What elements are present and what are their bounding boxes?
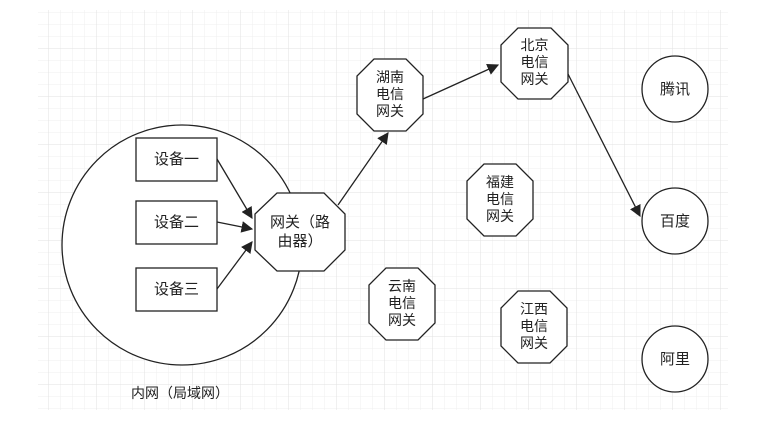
gateway-jiangxi-label: 江西 电信 网关 — [520, 301, 548, 352]
edge-router-hunan — [337, 132, 389, 206]
gateway-jiangxi-octagon[interactable] — [500, 290, 568, 364]
gateway-fujian-octagon[interactable] — [466, 163, 534, 237]
device-label-2: 设备二 — [153, 213, 199, 231]
router-label: 网关（路 由器） — [269, 213, 330, 250]
edge-beijing-baidu — [567, 73, 641, 218]
server-tencent-label: 腾讯 — [659, 79, 690, 98]
server-tencent-circle[interactable] — [641, 55, 709, 123]
router-octagon[interactable] — [254, 192, 346, 272]
server-baidu-label: 百度 — [659, 211, 690, 230]
lan-label: 内网（局域网） — [131, 385, 229, 402]
gateway-beijing-octagon[interactable] — [500, 27, 569, 100]
gateway-yunnan-label: 云南 电信 网关 — [388, 278, 416, 329]
device-box-3[interactable] — [135, 267, 218, 312]
edge-hunan-beijing — [422, 64, 500, 100]
gateway-hunan-label: 湖南 电信 网关 — [376, 69, 404, 120]
gateway-hunan-octagon[interactable] — [356, 58, 424, 132]
device-label-1: 设备一 — [153, 150, 199, 168]
device-box-1[interactable] — [135, 137, 218, 182]
server-ali-label: 阿里 — [659, 349, 690, 368]
edge-device2-router — [216, 221, 254, 233]
server-ali-circle[interactable] — [641, 325, 709, 393]
server-baidu-circle[interactable] — [641, 187, 709, 255]
gateway-beijing-label: 北京 电信 网关 — [520, 38, 549, 88]
gateway-yunnan-octagon[interactable] — [368, 267, 436, 341]
edge-device3-router — [216, 241, 253, 290]
gateway-fujian-label: 福建 电信 网关 — [486, 174, 514, 225]
edge-device1-router — [216, 158, 253, 220]
device-label-3: 设备三 — [153, 280, 199, 298]
